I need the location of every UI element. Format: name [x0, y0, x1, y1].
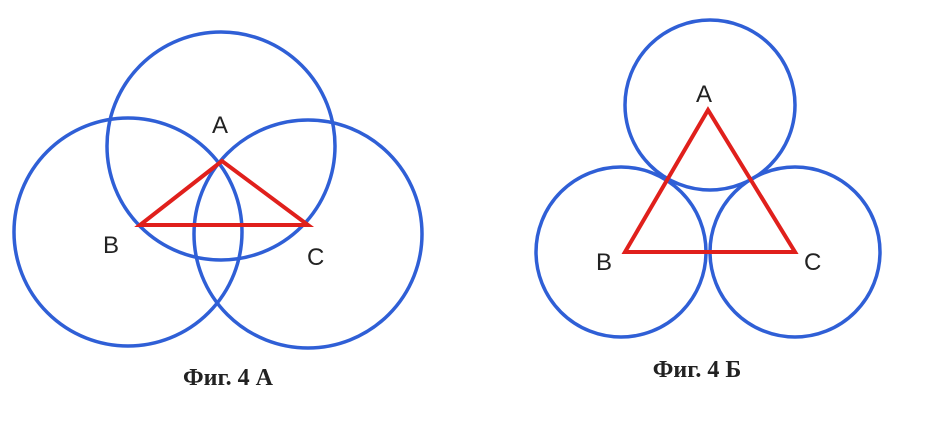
point-label-b: B	[596, 249, 612, 276]
figure-caption: Фиг. 4 А	[183, 365, 274, 391]
figure-4b: A B C Фиг. 4 Б	[534, 18, 882, 383]
point-label-a: A	[212, 112, 228, 139]
point-label-c: C	[804, 249, 821, 276]
circle-a	[623, 18, 797, 192]
point-label-b: B	[103, 232, 119, 259]
circle-c	[192, 118, 424, 350]
circle-b	[12, 116, 244, 348]
point-label-c: C	[307, 244, 324, 271]
figure-4a: A B C Фиг. 4 А	[12, 30, 424, 391]
figure-caption: Фиг. 4 Б	[653, 357, 742, 383]
triangle-abc	[134, 158, 315, 227]
point-label-a: A	[696, 81, 712, 108]
triangle-abc	[621, 106, 799, 254]
circle-a	[105, 30, 337, 262]
